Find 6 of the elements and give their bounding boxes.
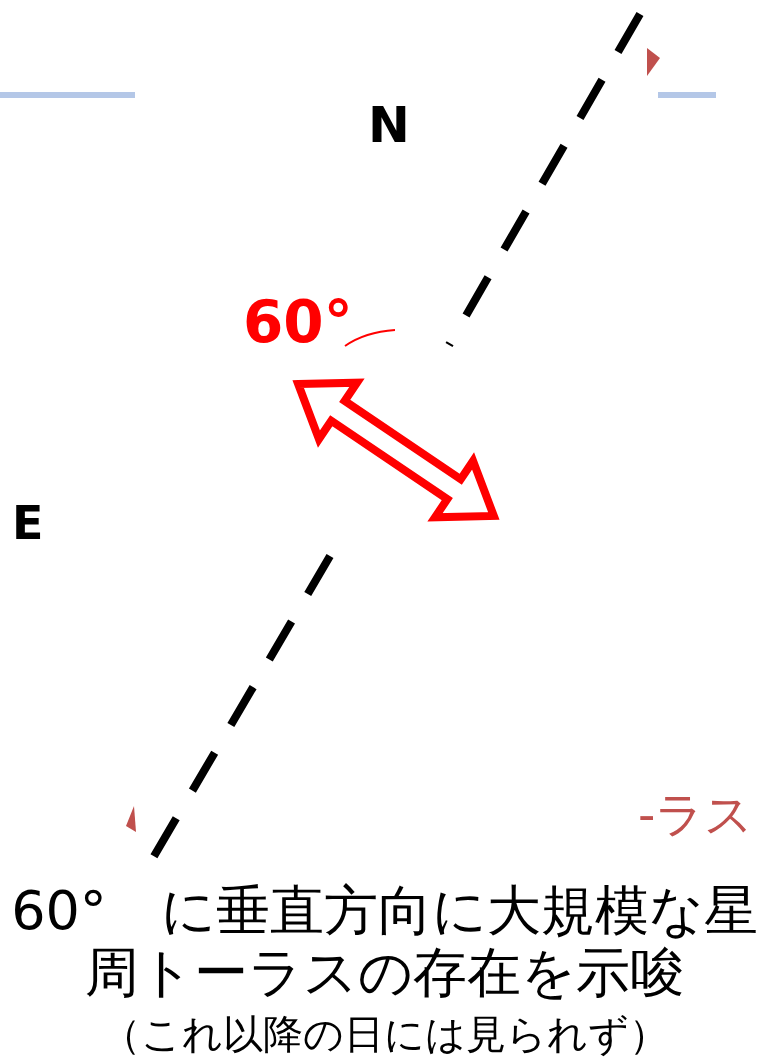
text-fragment: -ラス [638,790,754,838]
angle-label: 60° [243,293,353,351]
note-text: （これ以降の日には見られず） [99,1012,670,1056]
compass-letter: E [12,500,44,546]
compass-letter: N [368,100,410,150]
caption-text: 60° に垂直方向に大規模な星周トーラスの存在を示唆 [10,880,759,1005]
